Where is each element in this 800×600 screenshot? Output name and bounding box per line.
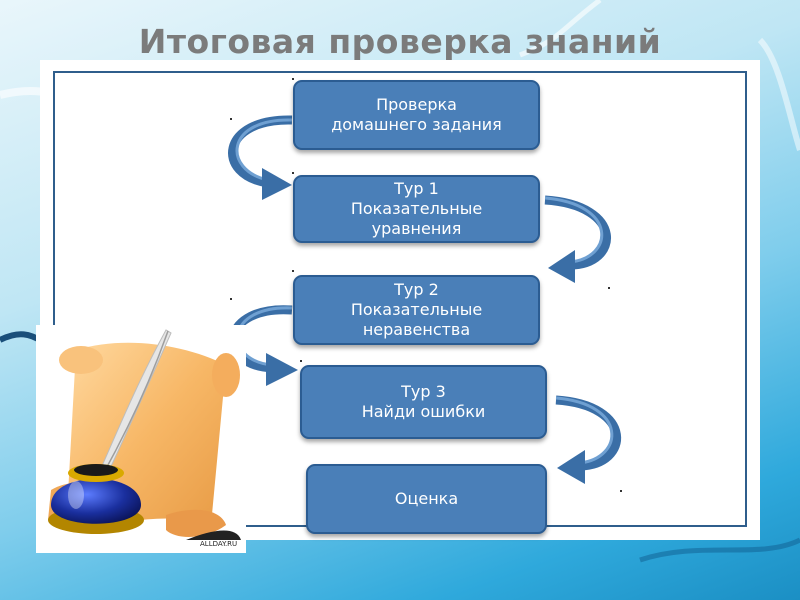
step-round-3: Тур 3 Найди ошибки <box>300 365 547 439</box>
step-line: домашнего задания <box>331 115 502 134</box>
scroll-quill-clipart <box>36 325 246 553</box>
step-line: уравнения <box>371 219 462 238</box>
step-line: Оценка <box>394 489 459 508</box>
step-line: Показательные <box>350 300 483 319</box>
step-line: Тур 2 <box>394 280 439 299</box>
step-homework-check: Проверка домашнего задания <box>293 80 540 150</box>
arrow-right-1 <box>544 195 611 283</box>
step-line: Тур 3 <box>401 382 446 401</box>
arrow-right-2 <box>555 395 621 484</box>
clipart-watermark: ALLDAY.RU <box>200 540 238 548</box>
scroll-quill-image <box>48 329 241 540</box>
step-line: Показательные <box>350 199 483 218</box>
decor-dots <box>230 78 622 492</box>
step-line: неравенства <box>362 320 471 339</box>
arrow-left-1 <box>228 115 293 200</box>
step-line: Найди ошибки <box>361 402 486 421</box>
page-title: Итоговая проверка знаний <box>138 22 662 61</box>
step-grading: Оценка <box>306 464 547 534</box>
step-line: Проверка <box>376 95 457 114</box>
step-round-2: Тур 2 Показательные неравенства <box>293 275 540 345</box>
step-line: Тур 1 <box>394 179 439 198</box>
step-round-1: Тур 1 Показательные уравнения <box>293 175 540 243</box>
